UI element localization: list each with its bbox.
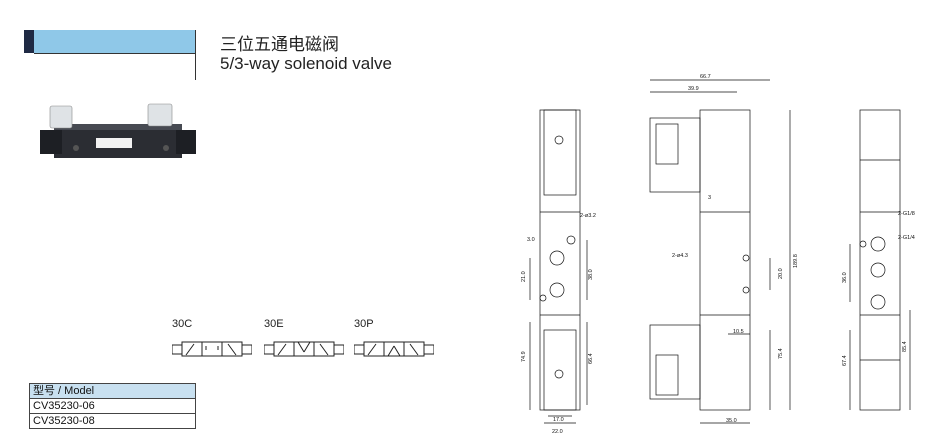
dim-label: 35.0: [726, 418, 737, 424]
dim-label: 75.4: [778, 348, 784, 359]
dim-label: 10.5: [733, 329, 744, 335]
dim-label: 38.0: [588, 269, 594, 280]
dim-label: 3.0: [527, 237, 535, 243]
dim-label: 36.0: [842, 272, 848, 283]
dim-label: 74.9: [521, 351, 527, 362]
dim-label: 66.4: [588, 353, 594, 364]
dim-label: 2-G1/8: [898, 211, 915, 217]
header-divider: [34, 53, 196, 54]
model-row: CV35230-06: [29, 398, 196, 414]
model-row: CV35230-08: [29, 413, 196, 429]
drawing-side-view: [649, 79, 791, 424]
dim-label: 2-ø4.3: [672, 253, 688, 259]
drawing-port-view: [849, 109, 911, 411]
valve-symbol-30p: [354, 341, 434, 357]
symbol-label-30e: 30E: [264, 318, 284, 330]
symbol-label-30p: 30P: [354, 318, 374, 330]
dim-label: 2-ø3.2: [580, 213, 596, 219]
model-table: 型号 / Model CV35230-06 CV35230-08: [29, 383, 196, 429]
symbol-label-30c: 30C: [172, 318, 193, 330]
title-chinese: 三位五通电磁阀: [220, 35, 339, 55]
dim-label: 66.7: [700, 74, 711, 80]
dimension-drawing: 2-ø3.2 3.0 21.0 38.0 74.9 66.4 17.0 22.0…: [521, 74, 915, 435]
dim-label: 21.0: [521, 271, 527, 282]
dim-label: 2-G1/4: [898, 235, 915, 241]
dim-label: 17.0: [553, 417, 564, 423]
header-vertical-divider: [195, 30, 196, 80]
valve-symbol-30e: [264, 341, 344, 357]
dim-label: 39.9: [688, 86, 699, 92]
dim-label: 22.0: [552, 429, 563, 435]
dim-label: 67.4: [842, 355, 848, 366]
header-accent-light: [34, 30, 196, 53]
title-english: 5/3-way solenoid valve: [220, 54, 392, 73]
product-photo: [40, 103, 196, 158]
header-accent-dark: [24, 30, 34, 53]
dim-label: 85.4: [902, 341, 908, 352]
drawing-front-view: [529, 109, 588, 424]
dim-label: 3: [708, 195, 711, 201]
dim-label: 20.0: [778, 268, 784, 279]
valve-symbol-30c: [172, 341, 252, 357]
dim-label: 189.8: [793, 254, 799, 268]
model-table-header: 型号 / Model: [29, 383, 196, 399]
